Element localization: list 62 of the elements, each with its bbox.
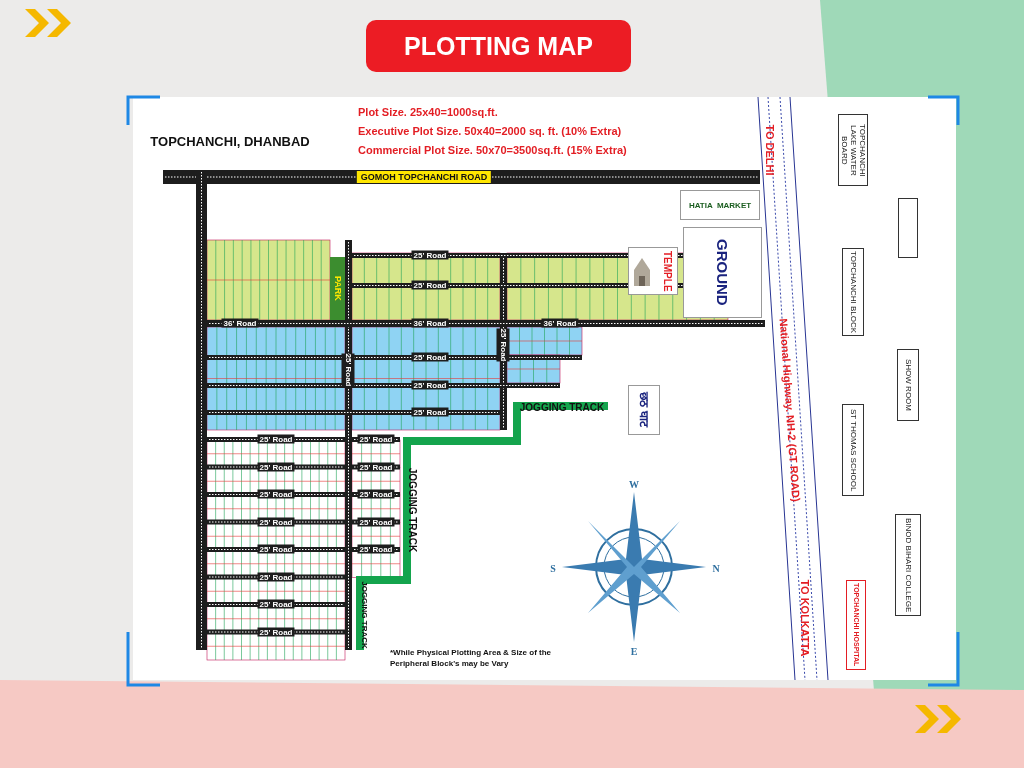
road-label: 25' Road: [357, 434, 395, 444]
road-label: 25' Road: [357, 489, 395, 499]
road-label: 25' Road: [357, 462, 395, 471]
title-banner: PLOTTING MAP: [366, 20, 631, 72]
road-label: 25' Road: [357, 544, 395, 554]
direction-label: TO KOLKATTA: [799, 579, 811, 657]
ground-box: [683, 227, 762, 318]
plot-size-note: Executive Plot Size. 50x40=2000 sq. ft. (10% Extra): [358, 125, 622, 137]
place-label: BINOD BIHARI COLLEGE: [903, 517, 913, 613]
road-label: 25' Road: [257, 599, 295, 609]
road-label: 25' Road: [411, 380, 449, 390]
road-label: 25' Road: [357, 517, 395, 526]
road-label: 25' Road: [341, 353, 355, 387]
road-label: 25' Road: [257, 517, 295, 526]
landmark-box: [898, 198, 918, 258]
park-area: [330, 257, 345, 320]
landmark-box: [895, 514, 921, 616]
compass-letter: N: [712, 562, 720, 574]
place-label: GROUND: [714, 239, 731, 306]
road-name: GOMOH TOPCHANCHI ROAD: [356, 171, 492, 183]
landmark-box: [838, 114, 868, 186]
temple-box: [628, 247, 678, 295]
road-label: 25' Road: [496, 328, 510, 362]
footnote: *While Physical Plotting Area & Size of the Peripheral Block's may be Vary: [390, 648, 553, 670]
compass-letter: E: [630, 645, 638, 657]
market-box: [680, 190, 760, 220]
track-label: JOGGING TRACK: [359, 581, 369, 649]
park-label: PARK: [332, 276, 343, 301]
plot-size-note: Commercial Plot Size. 50x70=3500sq.ft. (15% Extra): [358, 144, 627, 156]
place-label: ST THOMAS SCHOOL: [848, 408, 858, 492]
landmark-box: [846, 580, 866, 670]
place-label: SHOW ROOM: [903, 359, 913, 411]
road-label: 36' Road: [411, 318, 449, 328]
road-label: 25' Road: [257, 434, 295, 444]
road-label: 25' Road: [257, 462, 295, 471]
ghat-box: [628, 385, 660, 435]
place-label: TOPCHANCHI LAKE WATER BOARD: [839, 122, 867, 179]
road-label: 25' Road: [411, 280, 449, 290]
place-label: छठ घाट: [635, 392, 652, 428]
road-label: 36' Road: [541, 318, 579, 328]
road-label: 25' Road: [411, 352, 449, 362]
road-label: 36' Road: [221, 318, 259, 328]
plot-size-note: Plot Size. 25x40=1000sq.ft.: [358, 106, 498, 118]
road-label: 25' Road: [257, 544, 295, 554]
compass-letter: S: [550, 562, 556, 574]
landmark-box: [842, 248, 864, 336]
place-label: TEMPLE: [662, 250, 673, 292]
road-label: 25' Road: [257, 572, 295, 581]
compass-letter: W: [629, 478, 639, 490]
track-label: JOGGING TRACK: [519, 401, 605, 413]
landmark-box: [897, 349, 919, 421]
highway-label: National Highway. NH-2 (GT ROAD): [777, 317, 803, 503]
direction-label: TO DELHI: [764, 124, 776, 176]
road-label: 25' Road: [257, 627, 295, 636]
road-label: 25' Road: [257, 489, 295, 499]
road-label: 25' Road: [411, 407, 449, 417]
road-label: 25' Road: [411, 250, 449, 260]
place-label: HATIA MARKET: [688, 200, 752, 210]
location-heading: TOPCHANCHI, DHANBAD: [150, 133, 310, 149]
track-label: JOGGING TRACK: [406, 467, 418, 553]
landmark-box: [842, 404, 864, 496]
place-label: TOPCHANCHI BLOCK: [848, 250, 858, 334]
